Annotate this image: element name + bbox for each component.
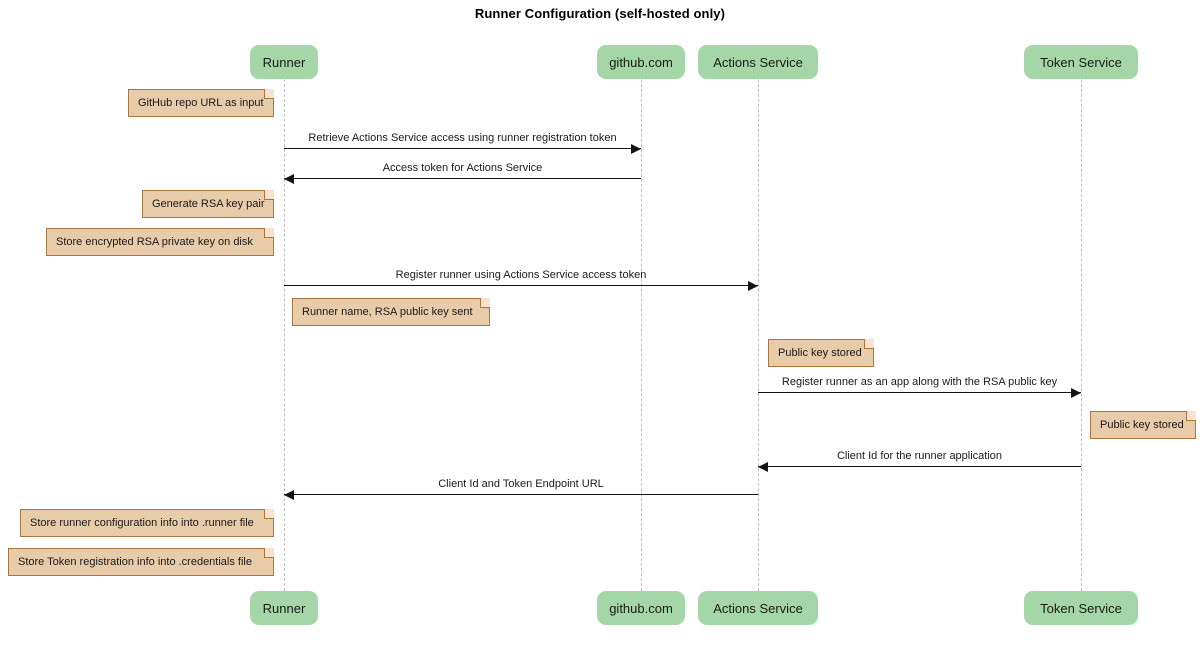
- arrowhead-right-m1: [631, 144, 641, 154]
- message-label-m4: Register runner as an app along with the…: [781, 376, 1058, 388]
- note-n8: Store Token registration info into .cred…: [8, 548, 274, 576]
- note-fold-corner-icon: [264, 190, 274, 200]
- participant-runner-top[interactable]: Runner: [250, 45, 318, 79]
- note-text: Public key stored: [1100, 419, 1184, 431]
- lifeline-runner: [284, 79, 285, 591]
- note-text: Store encrypted RSA private key on disk: [56, 236, 253, 248]
- note-fold-corner-icon: [480, 298, 490, 308]
- participant-actions-top[interactable]: Actions Service: [698, 45, 818, 79]
- participant-token-top[interactable]: Token Service: [1024, 45, 1138, 79]
- message-line-m1: [284, 148, 641, 149]
- note-fold-corner-icon: [264, 548, 274, 558]
- participant-runner-bottom[interactable]: Runner: [250, 591, 318, 625]
- message-line-m6: [284, 494, 758, 495]
- message-label-m3: Register runner using Actions Service ac…: [395, 269, 647, 281]
- note-text: Runner name, RSA public key sent: [302, 306, 473, 318]
- message-line-m5: [758, 466, 1081, 467]
- note-fold-corner-icon: [1186, 411, 1196, 421]
- note-fold-corner-icon: [264, 509, 274, 519]
- note-n6: Public key stored: [1090, 411, 1196, 439]
- note-text: GitHub repo URL as input: [138, 97, 264, 109]
- note-fold-corner-icon: [864, 339, 874, 349]
- participant-token-bottom[interactable]: Token Service: [1024, 591, 1138, 625]
- note-fold-corner-icon: [264, 228, 274, 238]
- message-label-m5: Client Id for the runner application: [836, 450, 1003, 462]
- participant-github-top[interactable]: github.com: [597, 45, 685, 79]
- note-n3: Store encrypted RSA private key on disk: [46, 228, 274, 256]
- arrowhead-left-m6: [284, 490, 294, 500]
- note-n2: Generate RSA key pair: [142, 190, 274, 218]
- note-text: Public key stored: [778, 347, 862, 359]
- note-n7: Store runner configuration info into .ru…: [20, 509, 274, 537]
- participant-github-bottom[interactable]: github.com: [597, 591, 685, 625]
- note-n1: GitHub repo URL as input: [128, 89, 274, 117]
- diagram-title: Runner Configuration (self-hosted only): [474, 6, 726, 21]
- note-n4: Runner name, RSA public key sent: [292, 298, 490, 326]
- lifeline-github: [641, 79, 642, 591]
- message-line-m4: [758, 392, 1081, 393]
- arrowhead-right-m3: [748, 281, 758, 291]
- note-text: Generate RSA key pair: [152, 198, 265, 210]
- message-line-m3: [284, 285, 758, 286]
- note-text: Store runner configuration info into .ru…: [30, 517, 254, 529]
- message-label-m2: Access token for Actions Service: [382, 162, 543, 174]
- arrowhead-right-m4: [1071, 388, 1081, 398]
- lifeline-token: [1081, 79, 1082, 591]
- note-text: Store Token registration info into .cred…: [18, 556, 252, 568]
- message-label-m6: Client Id and Token Endpoint URL: [438, 478, 604, 490]
- participant-actions-bottom[interactable]: Actions Service: [698, 591, 818, 625]
- arrowhead-left-m2: [284, 174, 294, 184]
- note-n5: Public key stored: [768, 339, 874, 367]
- arrowhead-left-m5: [758, 462, 768, 472]
- note-fold-corner-icon: [264, 89, 274, 99]
- message-line-m2: [284, 178, 641, 179]
- message-label-m1: Retrieve Actions Service access using ru…: [308, 132, 617, 144]
- lifeline-actions: [758, 79, 759, 591]
